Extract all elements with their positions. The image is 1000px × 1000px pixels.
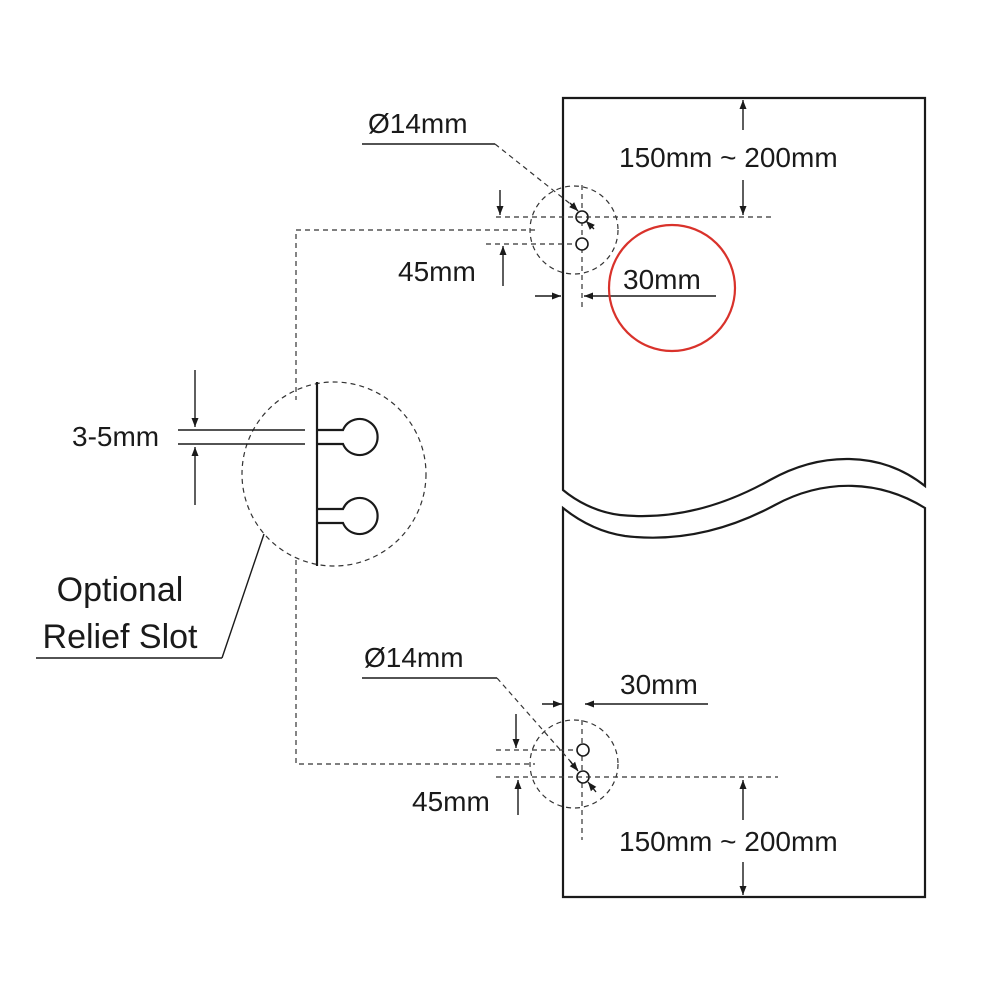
top-edge-distance-label: 150mm ~ 200mm: [619, 142, 838, 173]
relief-slot-detail: 3-5mm Optional Relief Slot: [36, 370, 427, 659]
top-detail-circle: [529, 185, 619, 275]
bottom-hole-detail: Ø14mm 30mm 45mm 150mm ~ 200mm: [362, 642, 838, 895]
panel-upper-outline: [561, 96, 927, 518]
bottom-spacing-label: 45mm: [412, 786, 490, 817]
bottom-detail-circle: [529, 719, 619, 809]
bottom-diameter-arrow-2: [587, 781, 597, 793]
relief-slot-label-line1: Optional: [57, 571, 184, 609]
glass-panel: [561, 96, 927, 899]
slot-width-label: 3-5mm: [72, 421, 159, 452]
top-hole-lower: [575, 237, 589, 251]
highlight-circle: [607, 223, 737, 353]
relief-slot-upper: [317, 417, 379, 457]
bottom-edge-distance-label: 150mm ~ 200mm: [619, 826, 838, 857]
top-diameter-arrow-2: [585, 220, 595, 230]
top-diameter-label: Ø14mm: [368, 108, 468, 139]
bottom-hole-upper: [576, 743, 590, 757]
top-hole-detail: Ø14mm 150mm ~ 200mm 45mm 30mm: [362, 100, 838, 353]
top-spacing-label: 45mm: [398, 256, 476, 287]
detail-connector-bottom: [295, 560, 535, 765]
relief-slot-label-line2: Relief Slot: [43, 618, 199, 656]
bottom-diameter-leader: [496, 677, 579, 771]
slot-detail-circle: [241, 381, 427, 567]
panel-lower-outline: [561, 484, 927, 899]
relief-slot-leader: [221, 533, 265, 659]
top-offset-label: 30mm: [623, 264, 701, 295]
bottom-diameter-label: Ø14mm: [364, 642, 464, 673]
relief-slot-lower: [317, 496, 379, 536]
detail-connector-top: [295, 229, 535, 400]
bottom-offset-label: 30mm: [620, 669, 698, 700]
top-diameter-arrow: [569, 202, 579, 212]
bottom-diameter-arrow: [569, 760, 579, 772]
top-diameter-leader: [494, 143, 579, 211]
